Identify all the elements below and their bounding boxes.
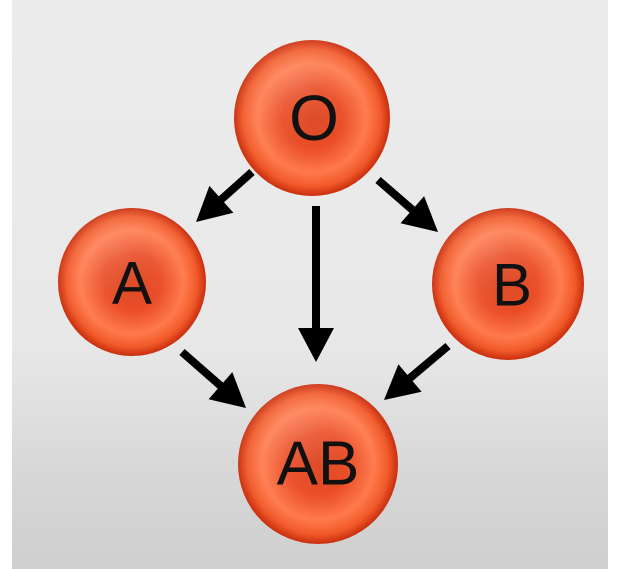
node-label-b: B [492, 252, 532, 319]
node-label-a: A [112, 250, 152, 317]
arrowhead-o-to-b-icon [400, 196, 438, 232]
cell-shine-a [58, 208, 206, 356]
node-label-ab: AB [277, 430, 360, 499]
arrowhead-o-to-ab-icon [298, 328, 334, 362]
arrow-b-to-ab [405, 342, 451, 383]
arrow-o-to-b [375, 176, 417, 215]
arrow-o-to-a [217, 169, 255, 204]
node-ab: AB [238, 384, 398, 544]
cell-shine-b [432, 208, 584, 360]
arrows-group [179, 169, 451, 408]
node-label-o: O [289, 82, 339, 154]
node-b: B [432, 208, 584, 360]
arrowhead-b-to-ab-icon [384, 364, 422, 400]
cell-shine-ab [238, 384, 398, 544]
arrow-a-to-ab [179, 348, 225, 390]
node-o: O [234, 40, 390, 196]
cell-shine-o [234, 40, 390, 196]
node-a: A [58, 208, 206, 356]
arrowhead-a-to-ab-icon [208, 372, 246, 408]
arrowhead-o-to-a-icon [196, 185, 234, 222]
